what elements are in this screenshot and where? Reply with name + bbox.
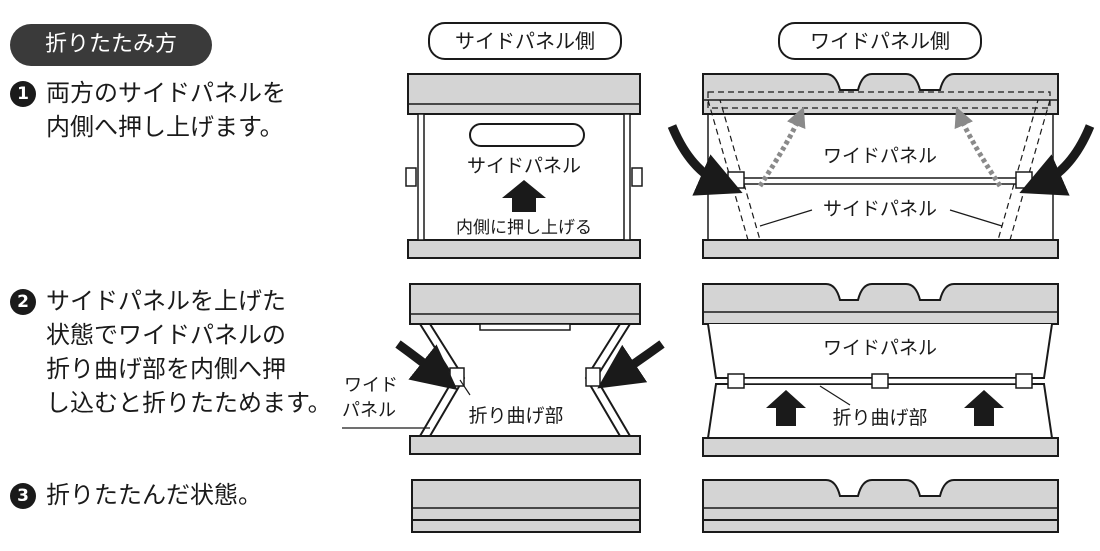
up-arrow-left-icon bbox=[766, 390, 806, 426]
step2-wide-diagram: ワイドパネル 折り曲げ部 bbox=[702, 283, 1059, 457]
handle-slot bbox=[469, 123, 585, 147]
step-2: 2 サイドパネルを上げた 状態でワイドパネルの 折り曲げ部を内側へ押 し込むと折り… bbox=[10, 284, 332, 420]
step3-side-diagram bbox=[411, 479, 641, 533]
label-fold-part-2: 折り曲げ部 bbox=[832, 407, 927, 429]
box-base bbox=[407, 239, 641, 259]
step-2-line-3: 折り曲げ部を内側へ押 bbox=[46, 355, 286, 383]
label-side-panel: サイドパネル bbox=[467, 155, 581, 177]
wide-base bbox=[702, 239, 1059, 259]
step2-side-diagram: ワイド パネル 折り曲げ部 bbox=[342, 283, 665, 455]
wide-lid bbox=[702, 73, 1059, 115]
step-1-line-1: 両方のサイドパネルを bbox=[46, 79, 286, 107]
column-label-side: サイドパネル側 bbox=[428, 22, 622, 60]
label-push-up: 内側に押し上げる bbox=[456, 218, 592, 238]
label-fold-part: 折り曲げ部 bbox=[468, 405, 563, 427]
box-lid bbox=[407, 73, 641, 115]
column-label-wide: ワイドパネル側 bbox=[778, 22, 982, 60]
step-1-line-2: 内側へ押し上げます。 bbox=[46, 113, 284, 141]
label-wide-left-2: パネル bbox=[342, 400, 396, 421]
step1-wide-diagram: ワイドパネル サイドパネル bbox=[667, 73, 1095, 259]
label-wide-left-1: ワイド bbox=[344, 375, 398, 396]
step-2-line-2: 状態でワイドパネルの bbox=[46, 321, 286, 349]
dashed-up-arrow-right-icon bbox=[954, 106, 1003, 188]
inward-arrow-right-icon bbox=[597, 340, 665, 389]
curved-arrow-left-icon bbox=[667, 124, 743, 196]
step-3-line-1: 折りたたんだ状態。 bbox=[46, 481, 262, 509]
curved-arrow-right-icon bbox=[1019, 124, 1095, 196]
label-wide-panel-2: ワイドパネル bbox=[823, 337, 937, 359]
step-1: 1 両方のサイドパネルを 内側へ押し上げます。 bbox=[10, 76, 286, 144]
step-number-1: 1 bbox=[10, 81, 36, 107]
label-wide-panel: ワイドパネル bbox=[823, 145, 937, 167]
step-2-line-4: し込むと折りたためます。 bbox=[46, 389, 332, 417]
step-3: 3 折りたたんだ状態。 bbox=[10, 478, 262, 512]
step-number-3: 3 bbox=[10, 483, 36, 509]
step-2-line-1: サイドパネルを上げた bbox=[46, 287, 286, 315]
dashed-up-arrow-left-icon bbox=[757, 106, 806, 188]
column-label-wide-text: ワイドパネル側 bbox=[810, 29, 950, 53]
section-title: 折りたたみ方 bbox=[44, 32, 177, 57]
up-arrow-right-icon bbox=[964, 390, 1004, 426]
step1-side-diagram: サイドパネル 内側に押し上げる bbox=[405, 73, 643, 259]
section-title-badge: 折りたたみ方 bbox=[10, 24, 212, 66]
up-arrow-icon bbox=[502, 180, 546, 212]
column-label-side-text: サイドパネル側 bbox=[455, 29, 595, 53]
inward-arrow-left-icon bbox=[395, 340, 458, 391]
step3-wide-diagram bbox=[702, 479, 1059, 533]
label-side-panel-2: サイドパネル bbox=[823, 198, 937, 220]
step-number-2: 2 bbox=[10, 289, 36, 315]
